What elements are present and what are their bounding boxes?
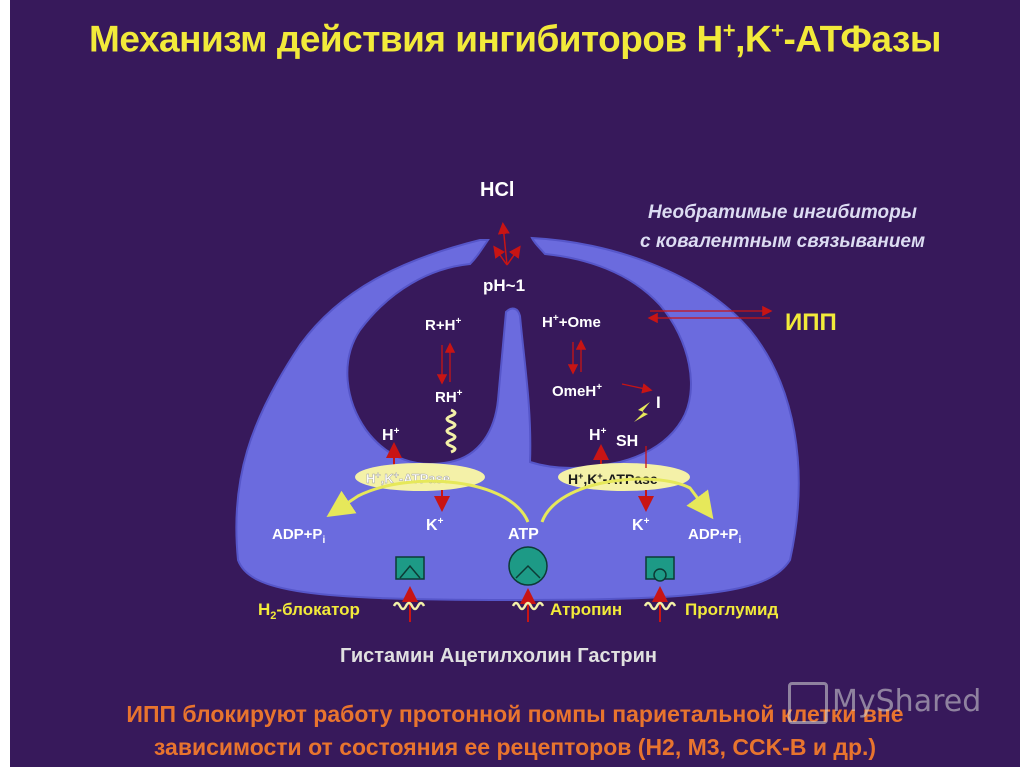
title-sup: + [771, 18, 784, 43]
sh-label: SH [616, 433, 638, 450]
proglumide-spring [643, 601, 677, 611]
atropine-spring [511, 601, 545, 611]
title-sup: + [722, 18, 736, 43]
atp-hydrolysis-arrow-left [326, 479, 530, 523]
agonists-label: Гистамин Ацетилхолин Гастрин [340, 645, 657, 667]
irreversible-line1: Необратимые ингибиторы [648, 202, 917, 223]
h-ome-label: H++Ome [542, 313, 601, 331]
ipp-label: ИПП [785, 309, 837, 336]
title-part: ,K [735, 18, 772, 60]
h-label-right: H+ [589, 426, 607, 444]
rh-label: RH+ [435, 388, 463, 406]
adp-right-label: ADP+Pi [688, 526, 741, 546]
hcl-arrow [506, 245, 521, 266]
proglumide-label: Проглумид [685, 600, 778, 619]
k-left-label: K+ [426, 516, 444, 534]
adp-left-label: ADP+Pi [272, 526, 325, 546]
slide-title: Механизм действия ингибиторов H+,K+-АТФа… [10, 18, 1020, 60]
title-part: Механизм действия ингибиторов H [89, 18, 723, 60]
irreversible-line2: с ковалентным связыванием [640, 231, 925, 252]
ph-label: pH~1 [483, 276, 525, 295]
atpase-left [355, 463, 485, 491]
watermark-logo-icon [788, 682, 828, 724]
rh-plus-label: R+H+ [425, 316, 461, 334]
cckb-receptor [645, 556, 675, 582]
inhibitor-i-label: I [656, 393, 661, 412]
conversion-arrow [621, 383, 653, 394]
hcl-label: HCl [480, 179, 514, 201]
m3-receptor [508, 546, 548, 586]
parietal-cell-diagram: HCl pH~1 Необратимые ингибиторы с ковале… [235, 179, 925, 667]
h-label-left: H+ [382, 426, 400, 444]
covalent-spring [445, 408, 457, 454]
h2-blocker-label: H2-блокатор [258, 600, 360, 622]
atp-hydrolysis-arrow-right [540, 477, 714, 523]
atpase-right [558, 463, 690, 491]
watermark-text: MyShared [832, 684, 982, 719]
inhibitor-bolt [634, 402, 650, 422]
hcl-arrow [493, 245, 508, 266]
footer-line2: зависимости от состояния ее рецепторов (… [153, 734, 877, 760]
slide: Механизм действия ингибиторов H+,K+-АТФа… [10, 0, 1020, 767]
title-part: -АТФазы [783, 18, 941, 60]
footer-text: ИПП блокируют работу протонной помпы пар… [50, 698, 980, 764]
watermark: MyShared [782, 678, 1012, 728]
k-right-label: K+ [632, 516, 650, 534]
atropine-label: Атропин [550, 600, 622, 619]
h2-receptor [395, 556, 425, 580]
footer-line1: ИПП блокируют работу протонной помпы пар… [126, 701, 904, 727]
hcl-arrow [497, 222, 510, 266]
atp-label: ATP [508, 526, 539, 543]
h2-blocker-spring [392, 601, 426, 611]
omeh-label: OmeH+ [552, 382, 602, 400]
